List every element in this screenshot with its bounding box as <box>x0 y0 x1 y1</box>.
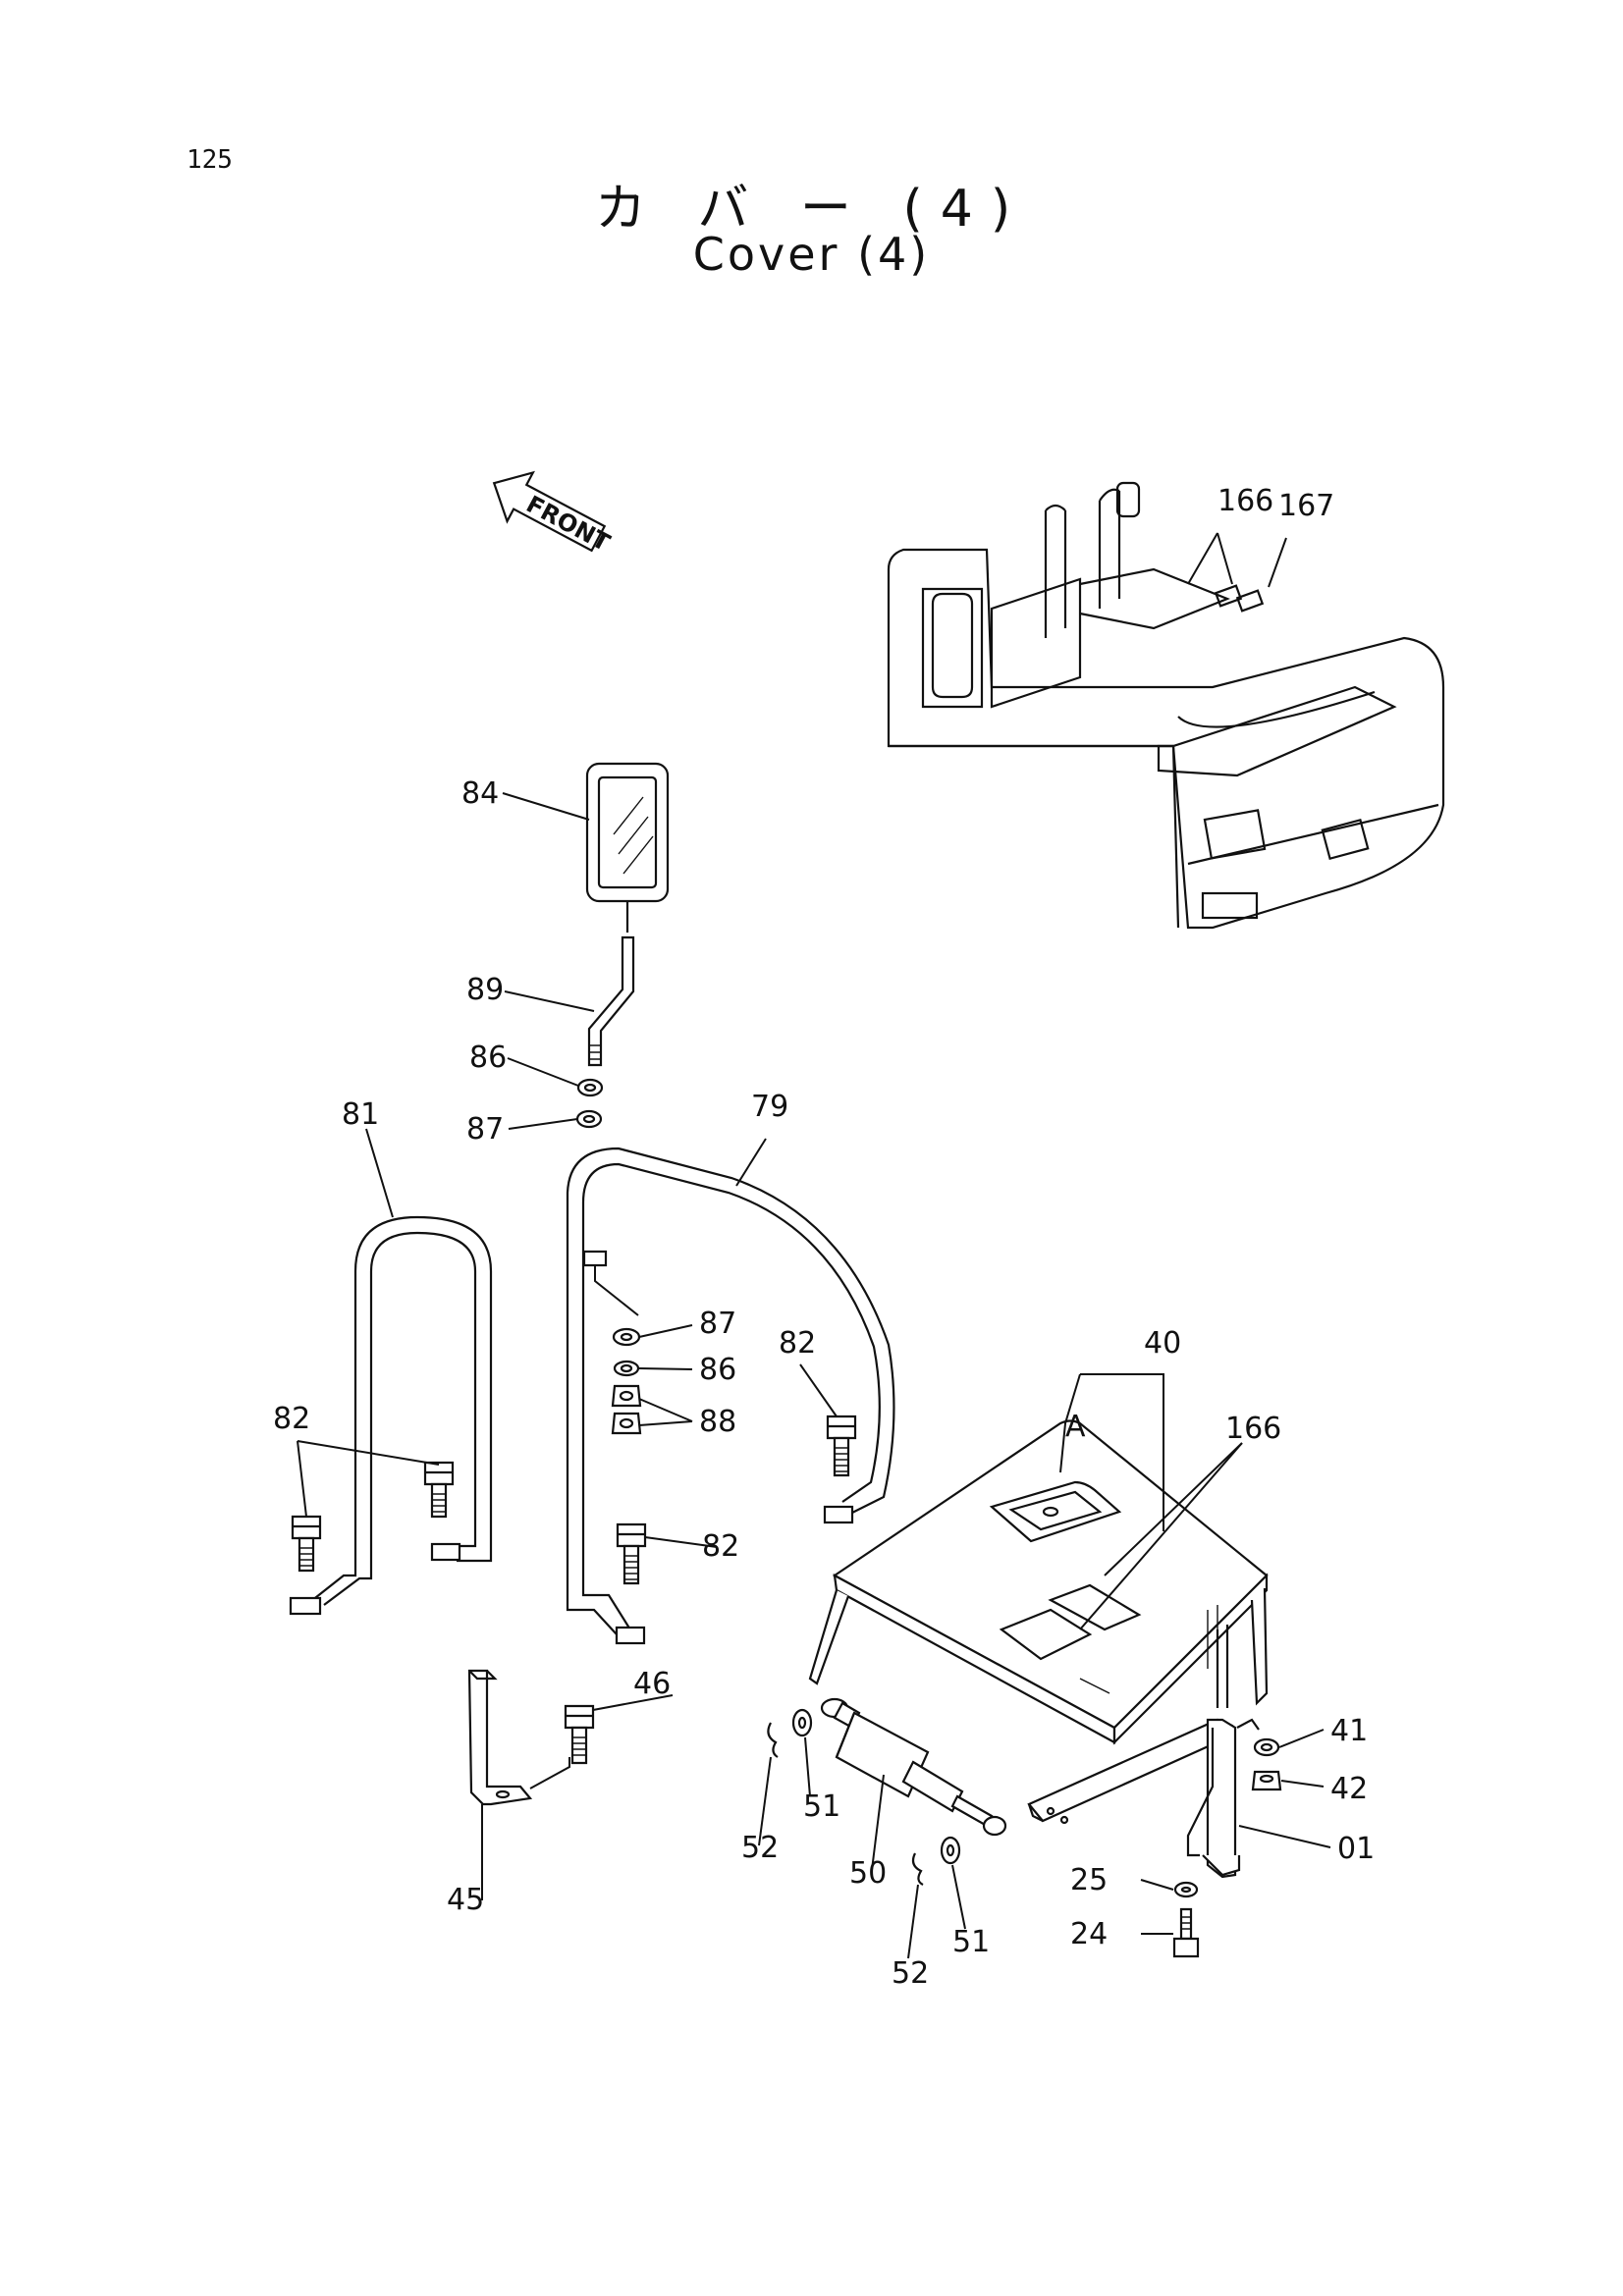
bolt-82-a <box>291 1515 322 1573</box>
page-number: 125 <box>187 145 233 175</box>
front-arrow-icon: FRONT <box>492 470 615 558</box>
callout-50: 50 <box>849 1856 887 1891</box>
leader-lines <box>297 532 1331 1959</box>
callout-51-b: 51 <box>952 1925 990 1959</box>
washers-86-87-top <box>575 1078 604 1129</box>
callout-89: 89 <box>466 973 504 1007</box>
callout-24: 24 <box>1070 1917 1108 1951</box>
gas-spring-part-50 <box>820 1697 1007 1837</box>
bolt-82-d <box>616 1522 647 1585</box>
callout-166-top: 166 <box>1217 484 1273 518</box>
callout-52-b: 52 <box>892 1956 929 1991</box>
callout-52-a: 52 <box>741 1831 779 1865</box>
callout-84: 84 <box>461 776 499 811</box>
callout-40: 40 <box>1144 1326 1181 1361</box>
bracket-part-45 <box>467 1669 533 1806</box>
link-line-45-46 <box>529 1757 570 1789</box>
callout-81: 81 <box>342 1097 379 1132</box>
fasteners-87-86-88 <box>611 1327 642 1435</box>
callout-82-center: 82 <box>779 1326 816 1361</box>
page-title-english: Cover (4) <box>692 228 931 281</box>
bolt-82-b <box>423 1461 455 1519</box>
handrail-part-79 <box>566 1147 895 1645</box>
callout-166-mid: 166 <box>1225 1412 1281 1446</box>
pins-52 <box>767 1722 924 1886</box>
callout-41: 41 <box>1330 1714 1368 1748</box>
callout-01: 01 <box>1337 1832 1375 1866</box>
callout-46: 46 <box>633 1667 671 1701</box>
bolt-part-46 <box>564 1704 595 1765</box>
callout-86-top: 86 <box>469 1041 507 1075</box>
callout-88: 88 <box>699 1405 736 1439</box>
washers-51 <box>791 1708 961 1865</box>
callout-A: A <box>1065 1410 1086 1444</box>
callout-87-top: 87 <box>466 1112 504 1147</box>
mirror-part-84 <box>585 762 670 903</box>
page-title-japanese: カ バ ー (4) <box>594 180 1029 239</box>
callout-45: 45 <box>447 1883 484 1917</box>
washer-part-25 <box>1173 1881 1199 1898</box>
callout-42: 42 <box>1330 1772 1368 1806</box>
bracket-part-01 <box>1027 1625 1260 1879</box>
cover-part-40 <box>808 1419 1269 1745</box>
callout-labels: 166 167 84 89 86 87 81 79 87 86 88 82 82… <box>273 484 1375 1991</box>
bolt-part-24 <box>1172 1907 1200 1958</box>
washer-part-41 <box>1253 1737 1280 1757</box>
callout-51-a: 51 <box>803 1789 840 1824</box>
bolt-82-c <box>826 1415 857 1477</box>
callout-87-mid: 87 <box>699 1307 736 1341</box>
callout-82-left: 82 <box>273 1402 310 1436</box>
callout-79: 79 <box>751 1090 788 1124</box>
callout-82-bottom: 82 <box>702 1529 739 1564</box>
callout-167: 167 <box>1278 489 1334 523</box>
mirror-stay-part-89 <box>587 901 635 1067</box>
machine-overview <box>887 481 1445 930</box>
handrail-part-81 <box>289 1215 493 1616</box>
nut-part-42 <box>1251 1770 1282 1791</box>
callout-86-mid: 86 <box>699 1353 736 1387</box>
callout-25: 25 <box>1070 1863 1108 1897</box>
